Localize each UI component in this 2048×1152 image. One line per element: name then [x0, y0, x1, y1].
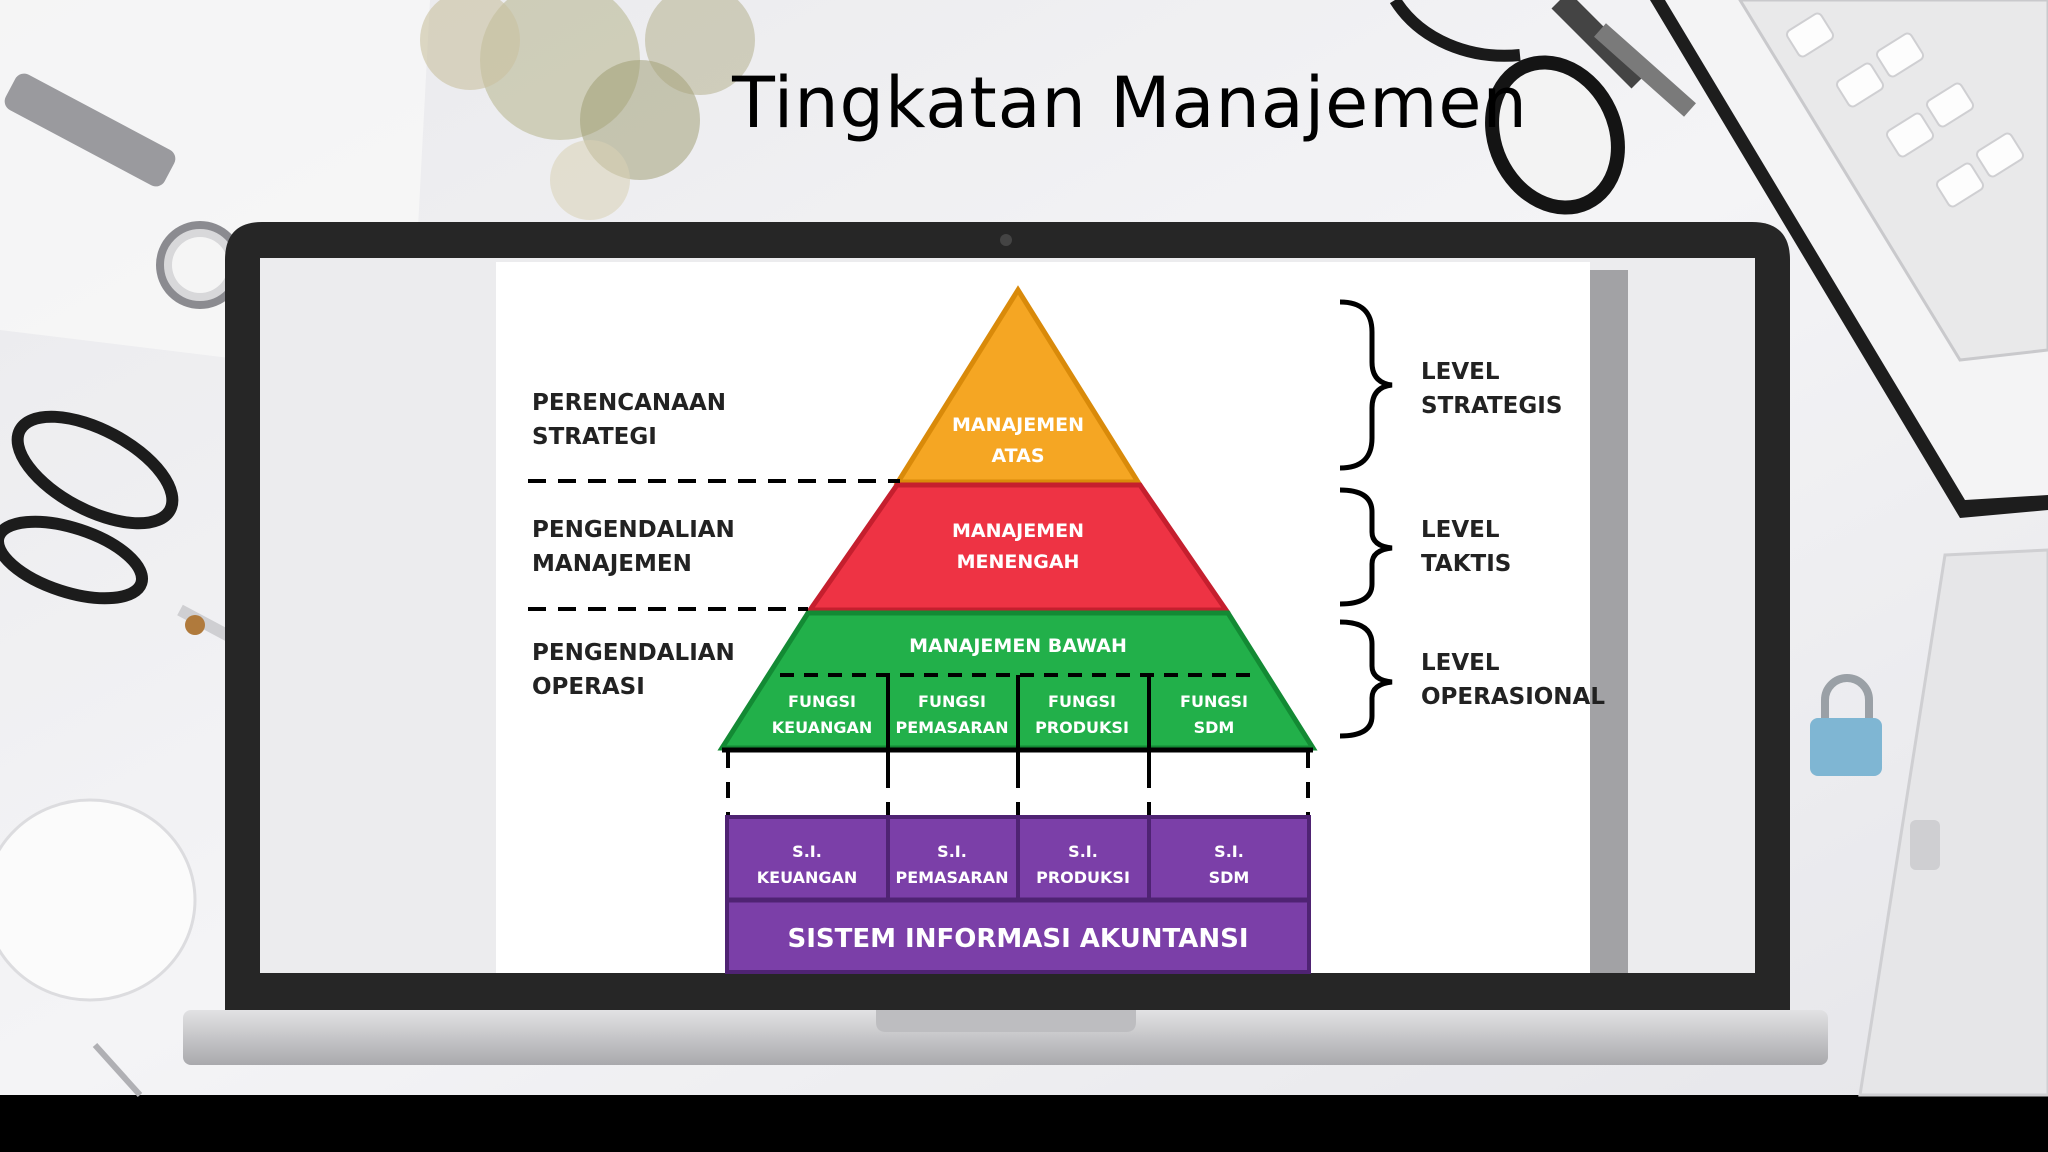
right-label-2-line1: LEVEL [1421, 517, 1500, 543]
right-label-2-line2: TAKTIS [1421, 551, 1511, 577]
left-label-1-line1: PERENCANAAN [532, 390, 726, 416]
system-2-line2: PEMASARAN [896, 868, 1009, 887]
level-braces [1339, 299, 1393, 739]
left-label-3-line2: OPERASI [532, 674, 645, 700]
bottom-tier-title: MANAJEMEN BAWAH [909, 635, 1127, 657]
mouse-decoration [0, 798, 197, 1002]
middle-tier-line1: MANAJEMEN [952, 520, 1084, 542]
notebook-decoration [1858, 548, 2048, 1097]
laptop-notch [876, 1010, 1136, 1032]
function-1-line1: FUNGSI [788, 692, 856, 711]
top-tier-line1: MANAJEMEN [952, 414, 1084, 436]
function-4-line1: FUNGSI [1180, 692, 1248, 711]
webcam-icon [1000, 234, 1012, 246]
pyramid-middle-tier [805, 482, 1231, 613]
system-4-line2: SDM [1209, 868, 1250, 887]
keyboard-decoration [1650, 0, 2048, 518]
slide-title: Tingkatan Manajemen [732, 62, 1528, 144]
plant-decoration [420, 0, 755, 220]
clip-decoration [92, 1042, 143, 1098]
system-4-line1: S.I. [1214, 842, 1244, 861]
connector-dashes [726, 752, 1310, 815]
middle-tier-line2: MENENGAH [957, 551, 1080, 573]
sheet-shadow [1590, 270, 1628, 973]
system-3-line1: S.I. [1068, 842, 1098, 861]
system-2-line1: S.I. [937, 842, 967, 861]
function-2-line1: FUNGSI [918, 692, 986, 711]
top-tier-line2: ATAS [991, 445, 1044, 467]
function-2-line2: PEMASARAN [896, 718, 1009, 737]
glasses-decoration [1389, 0, 1696, 215]
watch-decoration [4, 73, 244, 309]
left-label-1-line2: STRATEGI [532, 424, 657, 450]
right-label-3-line1: LEVEL [1421, 650, 1500, 676]
system-1-line1: S.I. [792, 842, 822, 861]
function-1-line2: KEUANGAN [772, 718, 873, 737]
information-systems [725, 815, 1311, 974]
function-3-line1: FUNGSI [1048, 692, 1116, 711]
base-system-label: SISTEM INFORMASI AKUNTANSI [788, 924, 1249, 954]
right-label-1-line2: STRATEGIS [1421, 393, 1562, 419]
right-label-1-line1: LEVEL [1421, 359, 1500, 385]
left-label-3-line1: PENGENDALIAN [532, 640, 735, 666]
pyramid-top-tier [893, 285, 1143, 485]
function-4-line2: SDM [1194, 718, 1235, 737]
left-label-2-line2: MANAJEMEN [532, 551, 692, 577]
laptop-base [183, 1010, 1828, 1065]
left-label-2-line1: PENGENDALIAN [532, 517, 735, 543]
system-1-line2: KEUANGAN [757, 868, 858, 887]
system-3-line2: PRODUKSI [1036, 868, 1130, 887]
padlock-decoration [1810, 674, 1882, 776]
bottom-black-bar [0, 1095, 2048, 1152]
right-label-3-line2: OPERASIONAL [1421, 684, 1605, 710]
function-3-line2: PRODUKSI [1035, 718, 1129, 737]
